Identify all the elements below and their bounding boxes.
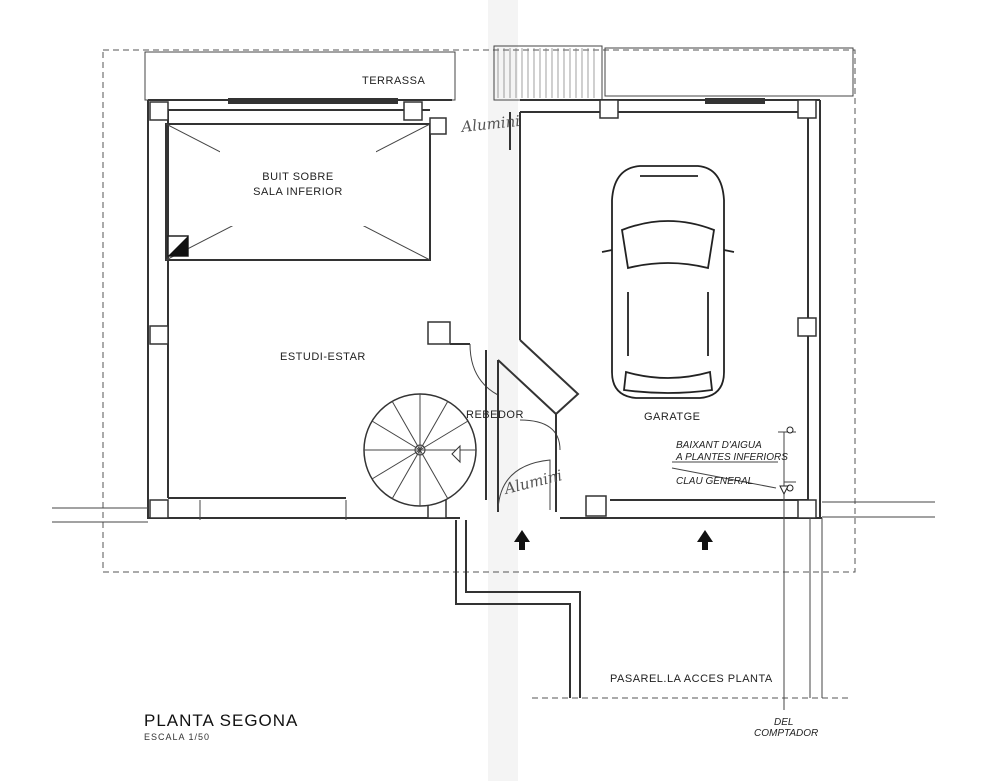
interior-partitions [450, 112, 580, 512]
walkway [52, 501, 935, 699]
car-icon [601, 165, 735, 399]
label-downpipe-line2: A PLANTES INFERIORS [675, 452, 788, 463]
service-shaft-icon [167, 235, 189, 257]
label-void-line1: BUIT SOBRE [262, 171, 333, 183]
label-downpipe-line1: BAIXANT D'AIGUA [676, 440, 762, 451]
structural-columns [149, 99, 817, 519]
drawing-title: PLANTA SEGONA [144, 711, 298, 730]
label-hall: REBEDOR [466, 409, 524, 421]
label-void-line2: SALA INFERIOR [253, 186, 343, 198]
arrow-up-icon [697, 530, 713, 550]
plot-boundary [102, 49, 856, 573]
spiral-staircase [363, 393, 477, 507]
label-terrace: TERRASSA [362, 75, 425, 87]
page-fold-shadow [488, 0, 518, 781]
drawing-scale: ESCALA 1/50 [144, 732, 210, 742]
entry-door-swing [497, 459, 551, 511]
label-meter-line1: DEL [774, 717, 793, 728]
label-walkway: PASAREL.LA ACCES PLANTA [610, 673, 773, 685]
terrace-hatching [497, 48, 595, 98]
label-meter-line2: COMPTADOR [754, 728, 818, 739]
exterior-walls [147, 99, 822, 520]
label-main-valve: CLAU GENERAL [676, 476, 753, 487]
arrow-up-icon [514, 530, 530, 550]
downpipe-icon [786, 426, 794, 434]
void-area [165, 123, 431, 261]
water-supply-line [671, 426, 796, 710]
label-garage: GARATGE [644, 411, 700, 423]
windows [228, 98, 765, 104]
label-study: ESTUDI-ESTAR [280, 351, 366, 363]
access-arrows [514, 530, 713, 550]
